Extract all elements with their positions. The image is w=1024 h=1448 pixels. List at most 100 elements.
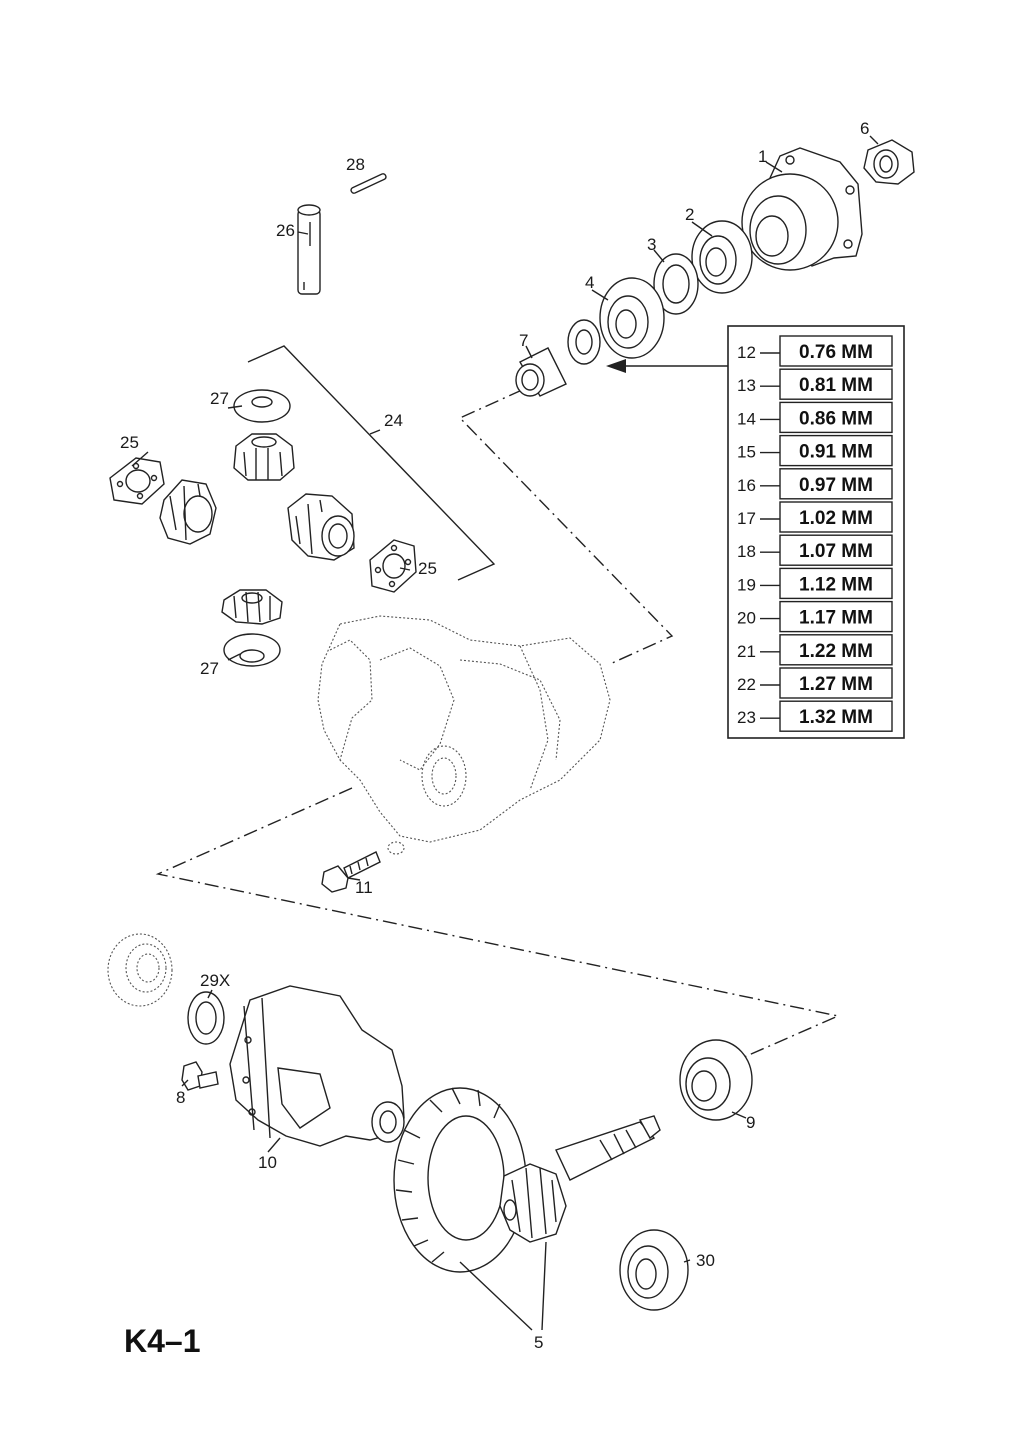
part-1-flange[interactable] xyxy=(741,147,863,271)
part-8-screw[interactable] xyxy=(181,1061,219,1091)
pinion-gear-upper[interactable] xyxy=(233,433,295,481)
part-30-bearing[interactable] xyxy=(619,1229,689,1311)
carrier-housing-ghost xyxy=(317,615,611,855)
shim-value-box xyxy=(779,468,893,500)
callout-28: 28 xyxy=(346,155,365,174)
callout-10: 10 xyxy=(258,1153,277,1172)
shim-row: 22 1.27 MM xyxy=(737,667,893,699)
shim-value-box xyxy=(779,634,893,666)
shim-code: 12 xyxy=(737,343,756,362)
shim-value-box xyxy=(779,501,893,533)
part-25-right-plate[interactable] xyxy=(369,539,417,593)
shim-value: 1.32 MM xyxy=(799,707,873,728)
shim-value: 1.27 MM xyxy=(799,674,873,695)
callout-27-lower: 27 xyxy=(200,659,219,678)
callout-26: 26 xyxy=(276,221,295,240)
shim-value-box xyxy=(779,401,893,434)
shim-row: 16 0.97 MM xyxy=(737,468,893,500)
shim-value: 1.07 MM xyxy=(799,541,873,562)
part-26-shaft[interactable] xyxy=(297,204,321,295)
shim-value-box xyxy=(779,600,893,633)
part-2-seal[interactable] xyxy=(691,220,753,294)
callout-7: 7 xyxy=(519,331,528,350)
shim-code: 15 xyxy=(737,443,756,462)
shim-value-box xyxy=(779,534,893,566)
shim-row: 17 1.02 MM xyxy=(737,501,893,533)
leader-lines xyxy=(131,135,879,1331)
shim-row: 21 1.22 MM xyxy=(737,634,893,666)
part-10-diff-case[interactable] xyxy=(229,985,405,1147)
shim-code: 16 xyxy=(737,476,756,495)
shim-row: 20 1.17 MM xyxy=(737,600,893,633)
callout-24: 24 xyxy=(384,411,403,430)
shim-value-box xyxy=(779,368,893,400)
shim-value: 1.22 MM xyxy=(799,641,873,662)
part-27-upper-washer[interactable] xyxy=(233,389,291,423)
assembly-line-lower xyxy=(155,787,841,1059)
callout-8: 8 xyxy=(176,1088,185,1107)
assembly-line-upper xyxy=(458,389,674,665)
shim-row: 18 1.07 MM xyxy=(737,534,893,566)
shim-row: 13 0.81 MM xyxy=(737,368,893,400)
pinion-gear-lower[interactable] xyxy=(221,589,283,625)
shim-row: 23 1.32 MM xyxy=(737,700,893,732)
shim-value: 0.81 MM xyxy=(799,375,873,396)
shim-code: 13 xyxy=(737,376,756,395)
shim-code: 14 xyxy=(737,409,756,428)
shim-value: 0.91 MM xyxy=(799,442,873,463)
shim-value: 1.17 MM xyxy=(799,608,873,629)
part-29x-washer[interactable] xyxy=(187,991,225,1045)
bearing-ghost-upper-left xyxy=(107,933,173,1007)
shim-table: 12 0.76 MM 13 0.81 MM 14 0.86 MM 15 0.91 MM 16 0.… xyxy=(606,325,905,739)
part-11-bolt[interactable] xyxy=(321,851,381,893)
callout-3: 3 xyxy=(647,235,656,254)
shim-code: 17 xyxy=(737,509,756,528)
shim-row: 12 0.76 MM xyxy=(737,335,893,367)
side-gear-right[interactable] xyxy=(287,493,355,561)
callout-27-upper: 27 xyxy=(210,389,229,408)
callout-25-left: 25 xyxy=(120,433,139,452)
shim-value-box xyxy=(779,434,893,467)
part-9-bearing[interactable] xyxy=(679,1039,753,1121)
shim-arrowhead xyxy=(606,359,626,373)
shim-row: 14 0.86 MM xyxy=(737,401,893,434)
callout-30: 30 xyxy=(696,1251,715,1270)
ring-gear[interactable] xyxy=(393,1087,527,1273)
shim-row: 15 0.91 MM xyxy=(737,434,893,467)
shim-code: 22 xyxy=(737,675,756,694)
shim-code: 23 xyxy=(737,708,756,727)
callout-2: 2 xyxy=(685,205,694,224)
part-28-pin[interactable] xyxy=(350,173,387,194)
callout-4: 4 xyxy=(585,273,594,292)
callout-11: 11 xyxy=(355,878,373,897)
shim-value-box xyxy=(779,700,893,732)
shim-value: 0.76 MM xyxy=(799,342,873,363)
shim-code: 20 xyxy=(737,609,756,628)
shim-value: 1.12 MM xyxy=(799,574,873,595)
callout-29x: 29X xyxy=(200,971,230,990)
diagram-title: K4–1 xyxy=(124,1323,201,1359)
callout-1: 1 xyxy=(758,147,767,166)
callout-6: 6 xyxy=(860,119,869,138)
shim-value: 1.02 MM xyxy=(799,508,873,529)
shim-row: 19 1.12 MM xyxy=(737,567,893,600)
side-gear-left[interactable] xyxy=(159,479,217,545)
callout-25-right: 25 xyxy=(418,559,437,578)
part-25-left-plate[interactable] xyxy=(109,457,165,505)
shim-ring[interactable] xyxy=(567,319,601,365)
callout-9: 9 xyxy=(746,1113,755,1132)
part-6-nut[interactable] xyxy=(863,139,915,185)
shim-code: 21 xyxy=(737,642,756,661)
part-4-bearing[interactable] xyxy=(599,277,665,359)
shim-value: 0.86 MM xyxy=(799,408,873,429)
shim-code: 18 xyxy=(737,542,756,561)
part-3-washer[interactable] xyxy=(653,253,699,315)
shim-value: 0.97 MM xyxy=(799,475,873,496)
callout-5: 5 xyxy=(534,1333,543,1352)
part-7-spacer[interactable] xyxy=(515,347,567,397)
part-27-lower-washer[interactable] xyxy=(223,633,281,667)
part-5-pinion-shaft[interactable] xyxy=(499,1115,661,1243)
shim-value-box xyxy=(779,567,893,600)
shim-code: 19 xyxy=(737,575,756,594)
